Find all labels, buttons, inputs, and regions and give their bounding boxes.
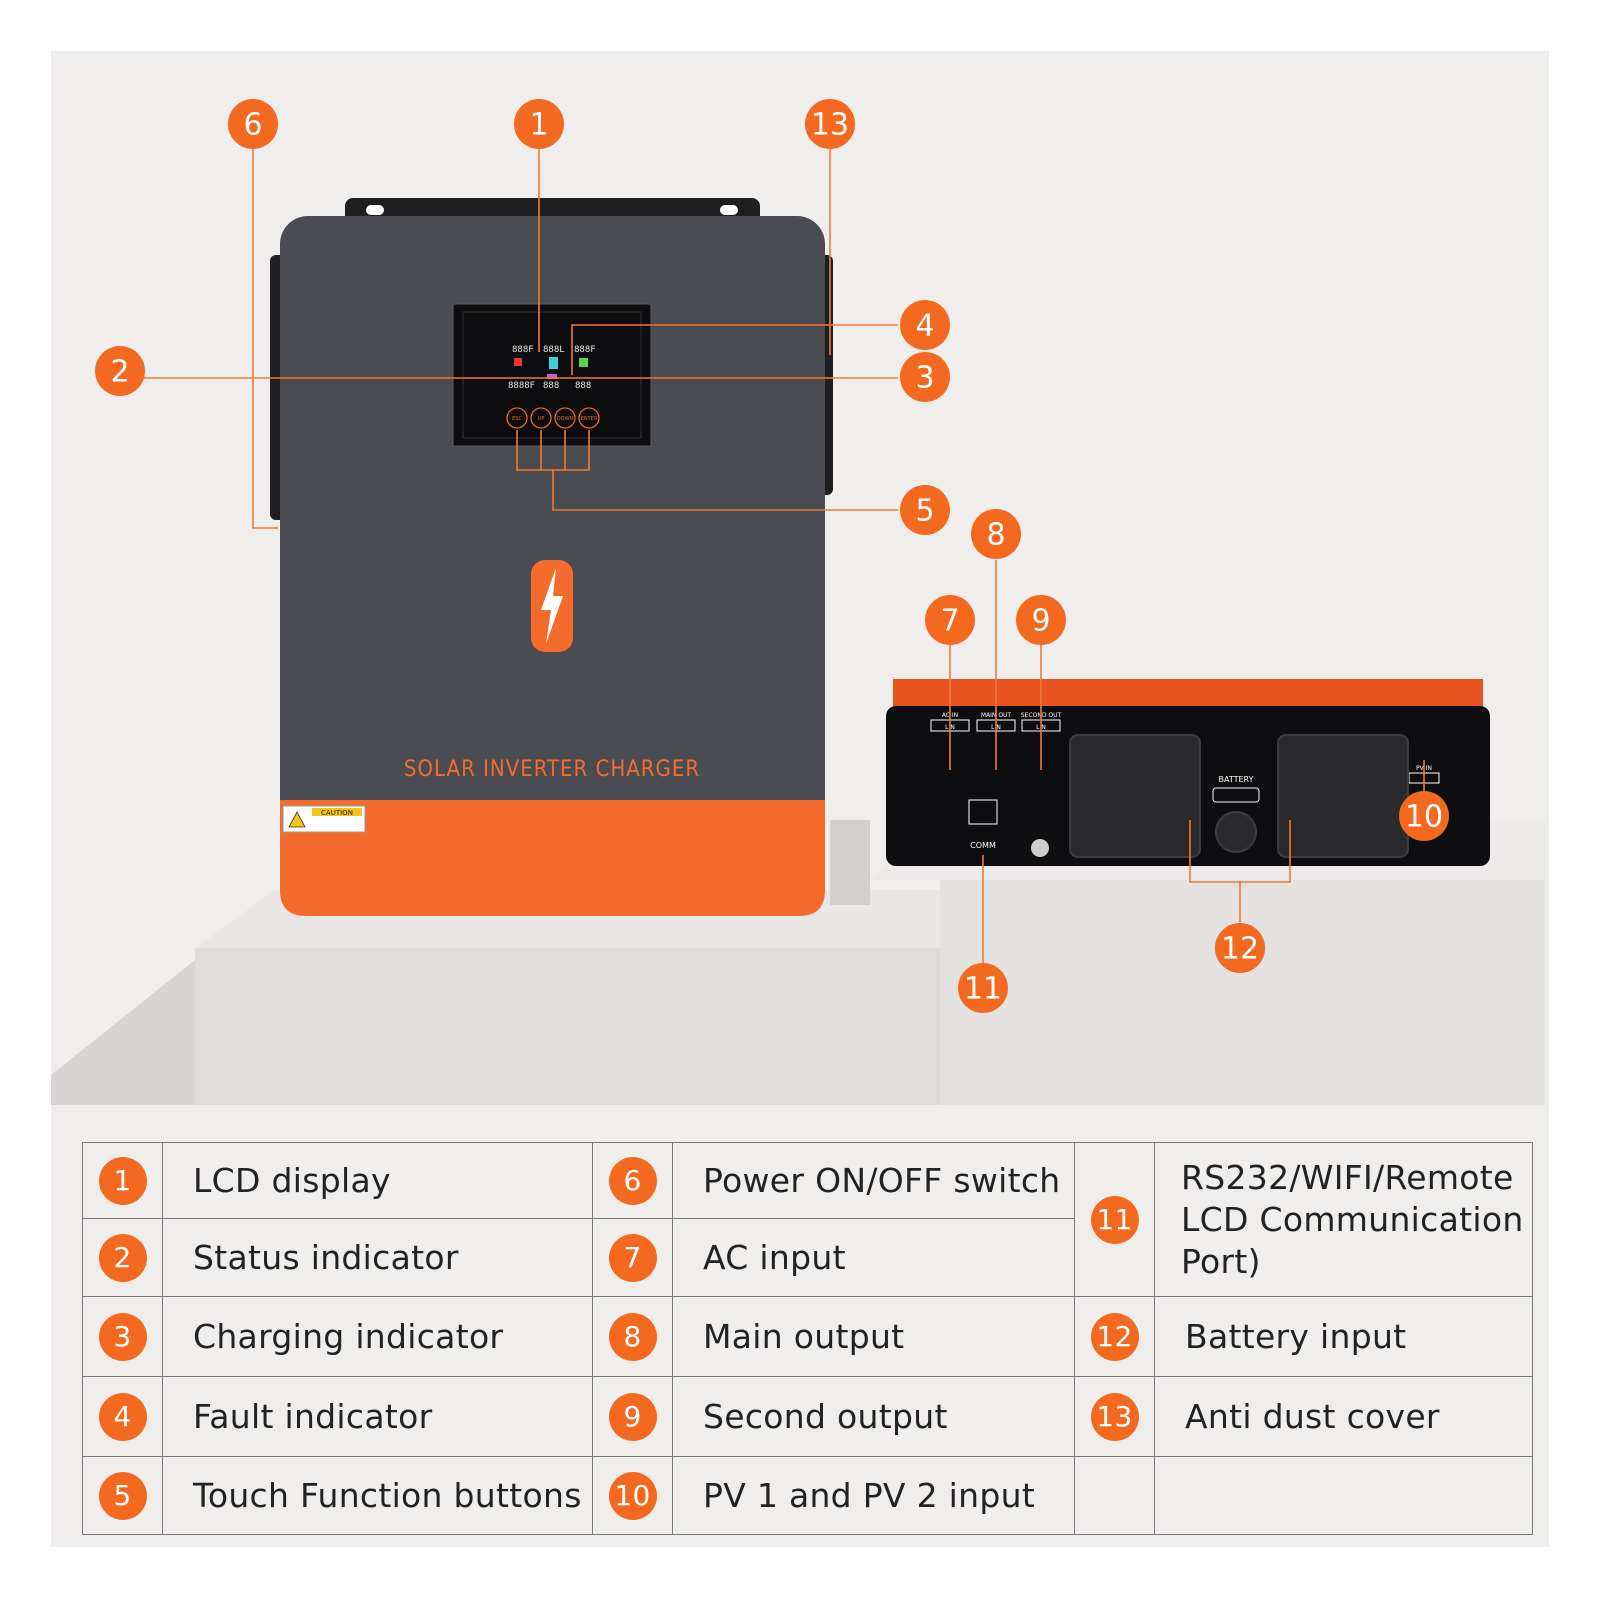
button-label: DOWN — [557, 416, 574, 422]
legend-label: LCD display — [162, 1142, 593, 1219]
rear-label: COMM — [970, 841, 996, 850]
lcd-digit: 8888F — [508, 381, 535, 391]
callout-13: 13 — [805, 99, 855, 149]
svg-text:10: 10 — [1405, 800, 1443, 835]
legend-badge: 6 — [608, 1156, 657, 1205]
callout-3: 3 — [900, 352, 950, 402]
rear-label: BATTERY — [1219, 775, 1254, 784]
svg-text:4: 4 — [915, 309, 934, 344]
leader-lines — [144, 146, 1425, 965]
legend-empty-cell — [1074, 1456, 1155, 1535]
legend-row: 1 LCD display 6 Power ON/OFF switch 11 R… — [82, 1142, 1533, 1297]
legend-badge: 1 — [98, 1156, 147, 1205]
lcd-display: 888F 888L 888F 8888F 888 888 — [508, 345, 596, 391]
legend-table: 1 LCD display 6 Power ON/OFF switch 11 R… — [82, 1142, 1533, 1535]
touch-buttons — [506, 407, 600, 429]
legend-label: Battery input — [1154, 1296, 1533, 1377]
callout-7: 7 — [925, 595, 975, 645]
svg-text:2: 2 — [110, 355, 129, 390]
legend-badge: 12 — [1090, 1312, 1139, 1361]
legend-badge: 3 — [98, 1312, 147, 1361]
legend-empty-cell — [1154, 1456, 1533, 1535]
legend-label-line: LCD Communication — [1181, 1199, 1524, 1239]
callout-4: 4 — [900, 300, 950, 350]
lcd-digit: 888 — [575, 381, 591, 391]
caution-label: CAUTION — [321, 809, 353, 817]
legend-label: Power ON/OFF switch — [672, 1142, 1075, 1219]
front-label: SOLAR INVERTER CHARGER — [404, 757, 700, 782]
lcd-digit: 888 — [543, 381, 559, 391]
callouts: 1 2 3 4 5 6 7 8 9 10 11 12 13 — [95, 99, 1449, 1013]
legend-badge: 2 — [98, 1233, 147, 1282]
legend-label: PV 1 and PV 2 input — [672, 1456, 1075, 1535]
legend-badge: 4 — [98, 1392, 147, 1441]
callout-9: 9 — [1016, 595, 1066, 645]
legend-label: Fault indicator — [162, 1376, 593, 1457]
legend-badge: 13 — [1090, 1392, 1139, 1441]
svg-text:1: 1 — [529, 108, 548, 143]
legend-label: AC input — [672, 1218, 1075, 1297]
lcd-digit: 888L — [543, 345, 565, 355]
legend-row: 5 Touch Function buttons 10 PV 1 and PV … — [82, 1456, 1533, 1535]
svg-text:7: 7 — [940, 604, 959, 639]
svg-text:6: 6 — [243, 108, 262, 143]
legend-label: Anti dust cover — [1154, 1376, 1533, 1457]
legend-badge: 5 — [98, 1471, 147, 1520]
legend-label-line: Port) — [1181, 1241, 1261, 1281]
legend-label: Main output — [672, 1296, 1075, 1377]
svg-text:12: 12 — [1221, 932, 1259, 967]
power-switch-icon — [1031, 839, 1049, 857]
callout-10: 10 — [1399, 791, 1449, 841]
callout-1: 1 — [514, 99, 564, 149]
svg-text:11: 11 — [964, 972, 1002, 1007]
callout-6: 6 — [228, 99, 278, 149]
product-scene: 888F 888L 888F 8888F 888 888 ESC UP DOWN… — [51, 99, 1545, 1105]
legend-badge: 8 — [608, 1312, 657, 1361]
svg-text:3: 3 — [915, 361, 934, 396]
legend-label-line: RS232/WIFI/Remote — [1181, 1157, 1514, 1197]
legend-row: 3 Charging indicator 8 Main output 12 Ba… — [82, 1296, 1533, 1377]
legend-row: 4 Fault indicator 9 Second output 13 Ant… — [82, 1376, 1533, 1457]
legend-label: Status indicator — [162, 1218, 593, 1297]
lcd-digit: 888F — [574, 345, 596, 355]
button-label: ESC — [512, 416, 522, 422]
svg-text:9: 9 — [1031, 604, 1050, 639]
front-inverter: 888F 888L 888F 8888F 888 888 ESC UP DOWN… — [270, 198, 833, 916]
legend-label-comm-port: RS232/WIFI/Remote LCD Communication Port… — [1154, 1142, 1533, 1297]
callout-5: 5 — [900, 485, 950, 535]
button-label: UP — [538, 416, 545, 422]
legend-badge: 11 — [1090, 1195, 1139, 1244]
legend-badge: 10 — [608, 1471, 657, 1520]
legend-label: Charging indicator — [162, 1296, 593, 1377]
callout-8: 8 — [971, 509, 1021, 559]
legend-row: 2 Status indicator 7 AC input — [82, 1218, 1533, 1297]
legend-badge: 7 — [608, 1233, 657, 1282]
legend-label: Touch Function buttons — [162, 1456, 593, 1535]
button-label: ENTER — [581, 416, 598, 422]
legend-label: Second output — [672, 1376, 1075, 1457]
callout-11: 11 — [958, 963, 1008, 1013]
svg-text:5: 5 — [915, 494, 934, 529]
fan-grille-icon — [1069, 734, 1409, 858]
legend-badge: 9 — [608, 1392, 657, 1441]
svg-text:13: 13 — [811, 108, 849, 143]
rear-inverter: AC IN MAIN OUT SECOND OUT BATTERY PV IN … — [886, 679, 1490, 866]
callout-12: 12 — [1215, 923, 1265, 973]
lcd-digit: 888F — [512, 345, 534, 355]
callout-2: 2 — [95, 346, 145, 396]
svg-text:8: 8 — [986, 518, 1005, 553]
